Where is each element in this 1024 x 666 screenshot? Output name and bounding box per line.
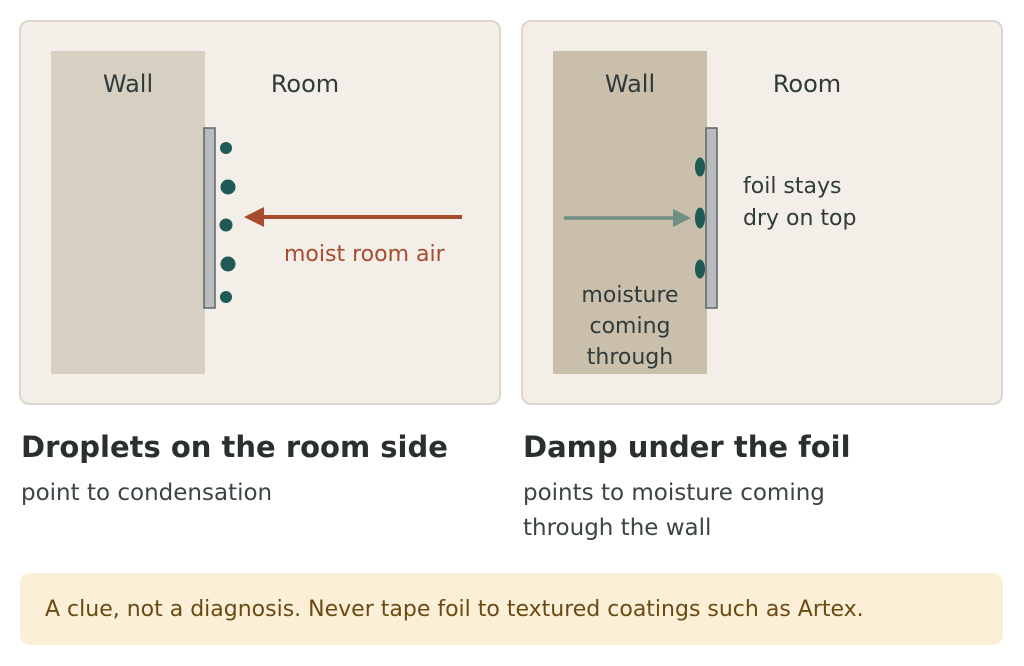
wall-block: [51, 51, 205, 374]
warning-note-text: A clue, not a diagnosis. Never tape foil…: [45, 596, 864, 622]
moisture-label-line3: through: [587, 345, 673, 370]
warning-note: A clue, not a diagnosis. Never tape foil…: [20, 573, 1003, 645]
room-label: Room: [271, 70, 339, 98]
condensation-diagram: Wall Room moist room air: [51, 51, 462, 374]
moisture-subtext-line1: points to moisture coming: [523, 480, 825, 506]
wall-block: [553, 51, 707, 374]
condensation-heading: Droplets on the room side: [21, 430, 448, 464]
wall-label: Wall: [605, 70, 655, 98]
droplet: [220, 291, 232, 303]
droplet: [220, 256, 236, 272]
foil-strip: [203, 127, 216, 309]
droplet: [219, 218, 233, 232]
foil-dry-label-line2: dry on top: [743, 206, 856, 231]
droplet: [220, 142, 232, 154]
moist-air-label: moist room air: [284, 242, 446, 267]
moisture-label-line2: coming: [589, 314, 670, 339]
foil-dry-label-line1: foil stays: [743, 174, 841, 199]
moist-air-arrow-head: [244, 207, 264, 227]
condensation-subtext: point to condensation: [21, 480, 273, 506]
droplet: [220, 179, 236, 195]
wall-label: Wall: [103, 70, 153, 98]
trapped-droplet: [695, 259, 705, 279]
moisture-subtext: points to moisture coming through the wa…: [523, 476, 825, 546]
moisture-panel: Wall Room foil stays dry on top moisture…: [521, 20, 1003, 405]
condensation-panel: Wall Room moist room air: [19, 20, 501, 405]
trapped-droplet: [695, 207, 705, 229]
moisture-arrow-head: [673, 209, 691, 227]
room-label: Room: [773, 70, 841, 98]
trapped-droplet: [695, 157, 705, 177]
moisture-subtext-line2: through the wall: [523, 515, 712, 541]
moisture-diagram: Wall Room foil stays dry on top moisture…: [553, 51, 856, 374]
moisture-heading: Damp under the foil: [523, 430, 851, 464]
moisture-label-line1: moisture: [581, 283, 678, 308]
foil-strip: [705, 127, 718, 309]
